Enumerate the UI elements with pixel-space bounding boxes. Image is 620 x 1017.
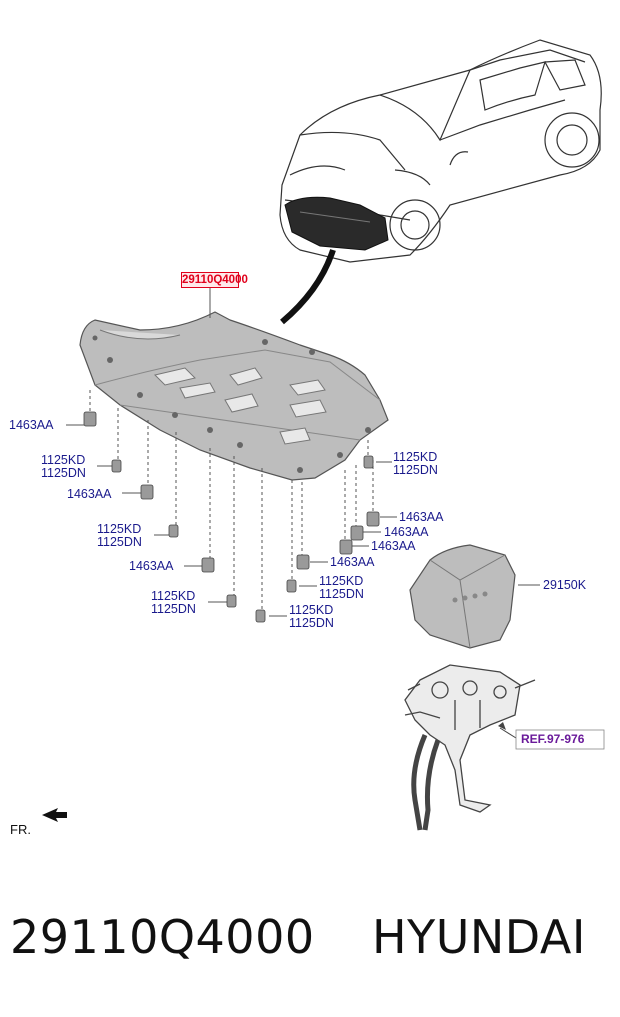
callout-1463aa: 1463AA (129, 559, 174, 573)
fastener-leaders (89, 390, 374, 610)
callout-1125dn: 1125DN (151, 602, 196, 616)
callout-1125dn: 1125DN (393, 463, 438, 477)
engine-component-assembly (404, 664, 536, 831)
label-leaders (66, 424, 397, 617)
front-label: FR. (10, 822, 31, 837)
callout-1125dn: 1125DN (97, 535, 142, 549)
callout-1125dn: 1125DN (319, 587, 364, 601)
callout-1125dn: 1125DN (41, 466, 86, 480)
callout-1125kd: 1125KD (41, 453, 86, 467)
callout-1125kd: 1125KD (393, 450, 438, 464)
under-cover-panel (79, 311, 389, 481)
callout-1125kd: 1125KD (319, 574, 364, 588)
callout-1125kd: 1125KD (289, 603, 334, 617)
ref-label-box (515, 729, 605, 750)
highlighted-region (284, 196, 389, 251)
front-arrow-icon (42, 808, 67, 822)
ref-callout: REF.97-976 (521, 732, 585, 746)
leader-to-vehicle (280, 249, 336, 325)
callout-1463aa: 1463AA (9, 418, 54, 432)
callout-1463aa: 1463AA (330, 555, 375, 569)
callout-1125dn: 1125DN (289, 616, 334, 630)
callout-29150k: 29150K (543, 578, 587, 592)
callout-1463aa: 1463AA (371, 539, 416, 553)
callout-1125kd: 1125KD (151, 589, 196, 603)
callout-1463aa: 1463AA (384, 525, 429, 539)
fasteners (83, 411, 380, 623)
callout-1463aa: 1463AA (399, 510, 444, 524)
callout-1463aa: 1463AA (67, 487, 112, 501)
main-part-callout: 29110Q4000 (181, 272, 248, 288)
part-number-caption: 29110Q4000 (10, 910, 315, 964)
brand-caption: HYUNDAI (372, 910, 586, 964)
callout-1125kd: 1125KD (97, 522, 142, 536)
engine-cover (409, 544, 516, 649)
